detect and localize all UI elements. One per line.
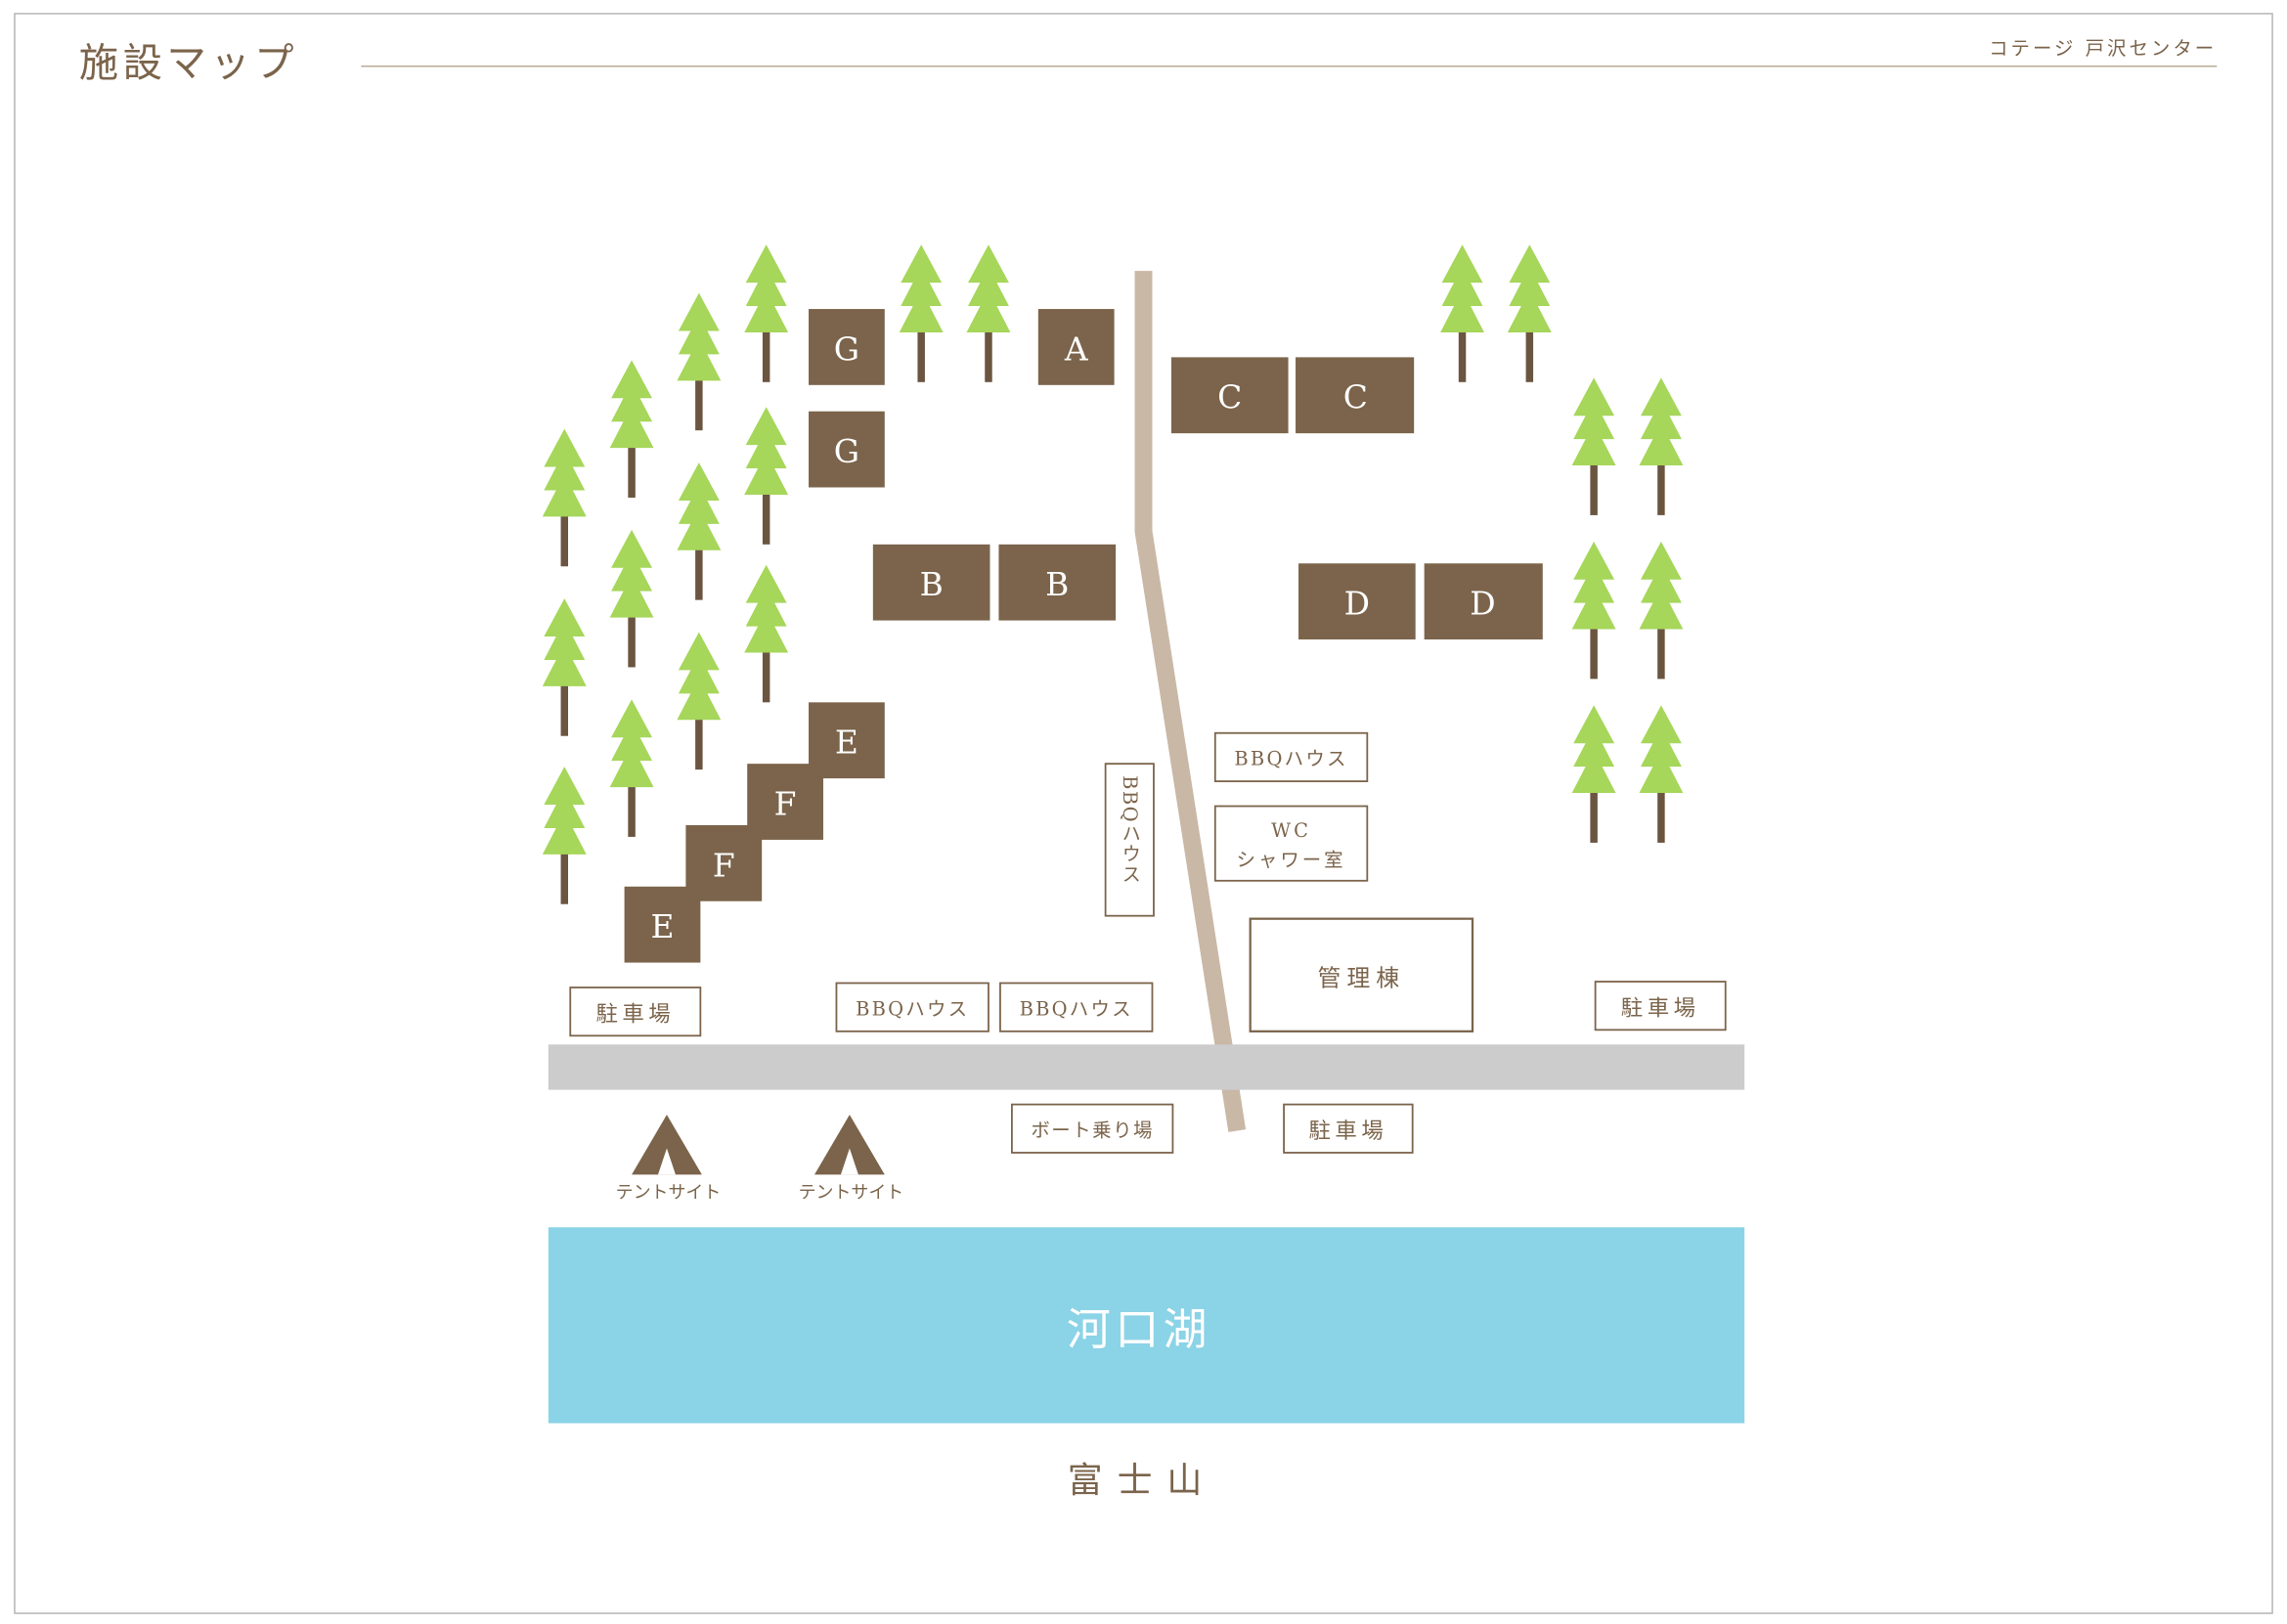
svg-text:テントサイト: テントサイト <box>616 1182 722 1203</box>
tent-site-2[interactable]: テントサイト <box>799 1115 904 1203</box>
cottage-c1[interactable]: C <box>1170 357 1289 434</box>
svg-text:B: B <box>1045 565 1069 603</box>
svg-text:B: B <box>920 565 944 603</box>
footpath <box>1134 271 1247 1132</box>
tent-icon <box>632 1115 702 1175</box>
svg-text:F: F <box>774 784 797 822</box>
svg-text:D: D <box>1470 585 1495 623</box>
svg-text:G: G <box>834 329 859 368</box>
cottage-f2[interactable]: F <box>685 824 763 901</box>
page-subtitle: コテージ 戸沢センター <box>1989 37 2217 60</box>
cottage-d1[interactable]: D <box>1298 563 1416 640</box>
cottage-e2[interactable]: E <box>624 886 701 963</box>
road <box>548 1044 1745 1090</box>
cottage-g1[interactable]: G <box>809 309 885 385</box>
svg-text:BBQハウス: BBQハウス <box>1020 997 1133 1020</box>
cottage-b2[interactable]: B <box>998 544 1117 621</box>
page-title: 施設マップ <box>79 40 298 86</box>
parking-bottom[interactable]: 駐車場 <box>1283 1103 1414 1154</box>
boat-dock[interactable]: ボート乗り場 <box>1011 1103 1174 1154</box>
mount-fuji-label: 富士山 <box>1068 1461 1217 1501</box>
svg-text:シャワー室: シャワー室 <box>1236 849 1345 871</box>
svg-text:D: D <box>1344 585 1370 623</box>
svg-text:駐車場: 駐車場 <box>1621 995 1700 1021</box>
svg-text:E: E <box>650 907 674 945</box>
bbq-house-bottom-left[interactable]: BBQハウス <box>835 982 990 1032</box>
svg-text:F: F <box>713 846 735 884</box>
svg-text:WC: WC <box>1271 819 1311 842</box>
svg-text:A: A <box>1064 329 1089 368</box>
lake-kawaguchi <box>548 1227 1745 1424</box>
cottage-d2[interactable]: D <box>1424 563 1543 640</box>
lake-label: 河口湖 <box>1067 1303 1211 1355</box>
svg-text:C: C <box>1217 378 1242 417</box>
svg-text:G: G <box>834 432 859 470</box>
cottage-a[interactable]: A <box>1037 309 1115 385</box>
bbq-house-bottom-right[interactable]: BBQハウス <box>999 982 1154 1032</box>
cottage-b1[interactable]: B <box>872 544 990 621</box>
svg-text:テントサイト: テントサイト <box>799 1182 904 1203</box>
management-building[interactable]: 管理棟 <box>1249 917 1474 1032</box>
svg-text:BBQハウス: BBQハウス <box>1119 775 1141 885</box>
svg-text:E: E <box>835 724 858 762</box>
svg-text:ボート乗り場: ボート乗り場 <box>1031 1119 1154 1142</box>
svg-text:C: C <box>1343 378 1368 417</box>
svg-text:BBQハウス: BBQハウス <box>856 997 969 1020</box>
cottage-g2[interactable]: G <box>809 411 885 488</box>
parking-right[interactable]: 駐車場 <box>1594 981 1727 1031</box>
svg-text:BBQハウス: BBQハウス <box>1234 748 1347 770</box>
bbq-house-vertical[interactable]: BBQハウス <box>1104 763 1155 917</box>
svg-text:駐車場: 駐車場 <box>1309 1119 1388 1144</box>
tree-icon <box>1440 244 1684 843</box>
svg-text:駐車場: 駐車場 <box>595 1001 675 1027</box>
parking-left[interactable]: 駐車場 <box>569 987 702 1037</box>
tent-site-1[interactable]: テントサイト <box>616 1115 722 1203</box>
wc-shower-room[interactable]: WC シャワー室 <box>1213 805 1369 882</box>
cottage-c2[interactable]: C <box>1296 357 1415 434</box>
page-border <box>14 13 2273 1614</box>
tent-icon <box>814 1115 885 1175</box>
svg-text:管理棟: 管理棟 <box>1317 964 1405 991</box>
bbq-house-upper[interactable]: BBQハウス <box>1213 731 1369 782</box>
